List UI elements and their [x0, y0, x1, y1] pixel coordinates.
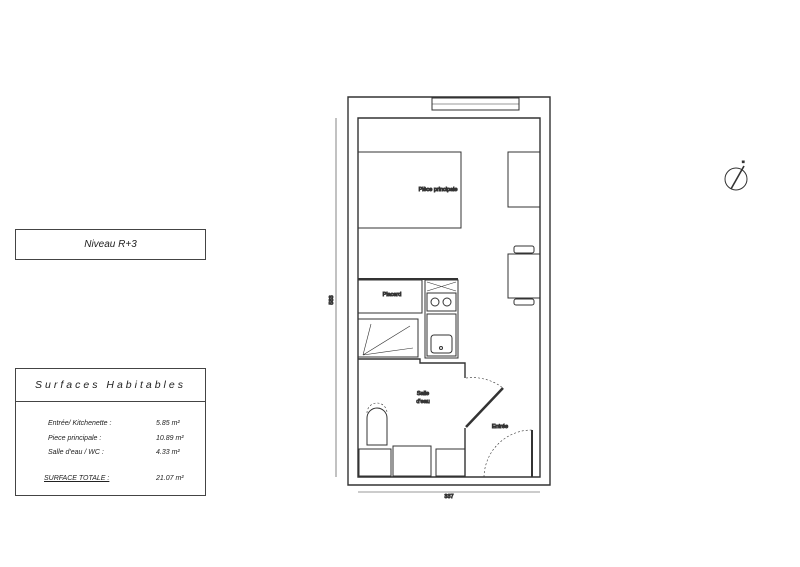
compass-north-icon: " — [724, 161, 748, 191]
burner — [442, 297, 452, 307]
surface-value: 5.85 m² — [156, 420, 180, 427]
surface-label: Salle d'eau / WC : — [48, 449, 104, 456]
shower-lines — [362, 323, 414, 356]
room-label-main: Pièce principale — [419, 187, 458, 193]
chair — [513, 245, 535, 254]
bed — [357, 151, 462, 229]
outer-walls — [347, 96, 551, 486]
fixture — [392, 445, 432, 477]
total-value: 21.07 m² — [156, 475, 184, 482]
entry-door-swing — [483, 429, 533, 478]
level-label-box: Niveau R+3 — [15, 229, 206, 260]
surface-value: 10.89 m² — [156, 435, 184, 442]
wc — [366, 407, 388, 446]
table — [507, 253, 541, 299]
room-label-bath: d'eau — [416, 399, 429, 405]
surfaces-table: Surfaces Habitables Entrée/ Kitchenette … — [15, 368, 206, 496]
hood-cross — [426, 281, 457, 292]
surface-label: Piece principale : — [48, 435, 102, 442]
surface-value: 4.33 m² — [156, 449, 180, 456]
wardrobe — [507, 151, 541, 208]
level-label: Niveau R+3 — [84, 239, 137, 250]
shower — [357, 318, 419, 358]
sink-bowl — [430, 334, 453, 354]
closet — [357, 279, 423, 314]
drain — [439, 346, 443, 350]
sink — [426, 313, 457, 357]
fixture — [435, 448, 466, 477]
width-dimension-label: 337 — [444, 494, 453, 500]
room-label-closet: Placard — [383, 292, 402, 298]
total-label: SURFACE TOTALE : — [44, 475, 110, 482]
surface-label: Entrée/ Kitchenette : — [48, 420, 112, 427]
room-label-bath: Salle — [417, 391, 429, 397]
svg-text:": " — [742, 161, 745, 168]
hob — [426, 292, 457, 312]
room-label-entry: Entrée — [492, 424, 508, 430]
surfaces-title: Surfaces Habitables — [16, 369, 205, 402]
door-swing — [465, 377, 504, 389]
fixture — [358, 448, 392, 477]
bathroom-door — [465, 387, 504, 428]
chair — [513, 298, 535, 306]
burner — [430, 297, 440, 307]
kitchen-unit — [424, 279, 459, 359]
height-dimension-label: 583 — [329, 295, 335, 304]
